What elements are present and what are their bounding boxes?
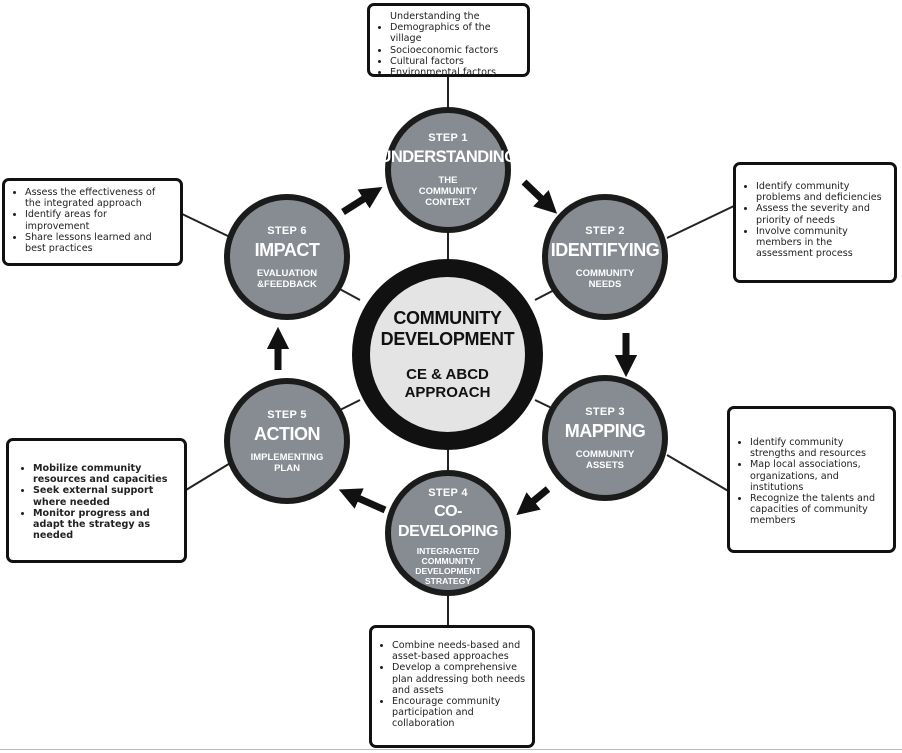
box-step2-identifying: Identify community problems and deficien… — [733, 162, 897, 283]
line-step6-box — [179, 212, 233, 239]
arrow-step1-to-step2 — [521, 179, 558, 214]
list-item: Assess the effectiveness of the integrat… — [25, 187, 174, 209]
list-item: Encourage community participation and co… — [392, 696, 526, 730]
box-step1-list: Demographics of the village Socioeconomi… — [374, 22, 523, 78]
box-step4-codeveloping: Combine needs-based and asset-based appr… — [369, 625, 535, 748]
step-subtitle: COMMUNITY ASSETS — [575, 448, 635, 471]
line-step5-box — [185, 461, 233, 491]
list-item: Develop a comprehensive plan addressing … — [392, 662, 526, 696]
step3-circle: STEP 3 MAPPING COMMUNITY ASSETS — [542, 375, 668, 501]
step-title: ACTION — [254, 423, 321, 444]
step-title: CO-DEVELOPING — [398, 502, 498, 540]
list-item: Socioeconomic factors — [390, 45, 523, 56]
step-number: STEP 5 — [267, 408, 307, 421]
step-title: MAPPING — [564, 420, 646, 441]
list-item: Demographics of the village — [390, 22, 523, 44]
step-subtitle: COMMUNITY NEEDS — [575, 267, 635, 290]
step-subtitle: THE COMMUNITY CONTEXT — [418, 175, 478, 208]
box-step5-list: Mobilize community resources and capacit… — [17, 463, 176, 541]
box-step3-mapping: Identify community strengths and resourc… — [727, 406, 896, 553]
step-number: STEP 6 — [267, 224, 307, 237]
arrow-step3-to-step4 — [516, 486, 551, 516]
step6-circle: STEP 6 IMPACT EVALUATION &FEEDBACK — [224, 194, 350, 320]
step2-circle: STEP 2 IDENTIFYING COMMUNITY NEEDS — [542, 194, 668, 320]
list-item: Mobilize community resources and capacit… — [33, 463, 176, 485]
step-subtitle: IMPLEMENTING PLAN — [250, 451, 324, 474]
list-item: Involve community members in the assessm… — [756, 226, 888, 260]
box-step6-list: Assess the effectiveness of the integrat… — [9, 187, 174, 254]
step1-circle: STEP 1 UNDERSTANDING THE COMMUNITY CONTE… — [379, 107, 517, 233]
arrow-step6-to-step1 — [341, 187, 383, 215]
list-item: Seek external support where needed — [33, 485, 176, 507]
list-item: Share lessons learned and best practices — [25, 232, 174, 254]
list-item: Identify community problems and deficien… — [756, 181, 888, 203]
page-bottom-rule — [0, 749, 902, 750]
box-step4-list: Combine needs-based and asset-based appr… — [376, 640, 526, 730]
step5-circle: STEP 5 ACTION IMPLEMENTING PLAN — [224, 378, 350, 504]
box-step1-intro: Understanding the — [390, 11, 480, 22]
step-title: IDENTIFYING — [550, 239, 660, 260]
list-item: Identify community strengths and resourc… — [750, 437, 887, 459]
step-subtitle: EVALUATION &FEEDBACK — [256, 267, 318, 290]
arrow-step4-to-step5 — [338, 488, 387, 514]
list-item: Environmental factors — [390, 67, 523, 78]
step-number: STEP 2 — [585, 224, 625, 237]
list-item: Assess the severity and priority of need… — [756, 203, 888, 225]
box-step3-list: Identify community strengths and resourc… — [734, 437, 887, 527]
step-title: UNDERSTANDING — [379, 148, 517, 166]
step-number: STEP 4 — [428, 486, 468, 499]
step-title: IMPACT — [254, 239, 320, 260]
step-subtitle: INTEGRAGTED COMMUNITY DEVELOPMENT STRATE… — [415, 545, 481, 586]
center-title: COMMUNITY DEVELOPMENT — [380, 307, 515, 349]
list-item: Cultural factors — [390, 56, 523, 67]
center-subtitle: CE & ABCD APPROACH — [404, 365, 491, 401]
box-step5-action: Mobilize community resources and capacit… — [6, 438, 187, 563]
line-step2-box — [666, 204, 737, 239]
step4-circle: STEP 4 CO-DEVELOPING INTEGRAGTED COMMUNI… — [385, 470, 511, 596]
box-step1-understanding: Understanding the Demographics of the vi… — [367, 3, 530, 78]
list-item: Map local associations, organizations, a… — [750, 459, 887, 493]
list-item: Monitor progress and adapt the strategy … — [33, 508, 176, 542]
box-step6-impact: Assess the effectiveness of the integrat… — [2, 178, 183, 266]
step-number: STEP 1 — [428, 132, 468, 144]
step-number: STEP 3 — [585, 405, 625, 418]
center-hub: COMMUNITY DEVELOPMENT CE & ABCD APPROACH — [352, 259, 543, 450]
list-item: Combine needs-based and asset-based appr… — [392, 640, 526, 662]
list-item: Recognize the talents and capacities of … — [750, 493, 887, 527]
box-step2-list: Identify community problems and deficien… — [740, 181, 888, 259]
list-item: Identify areas for improvement — [25, 209, 174, 231]
line-step3-box — [666, 454, 731, 493]
